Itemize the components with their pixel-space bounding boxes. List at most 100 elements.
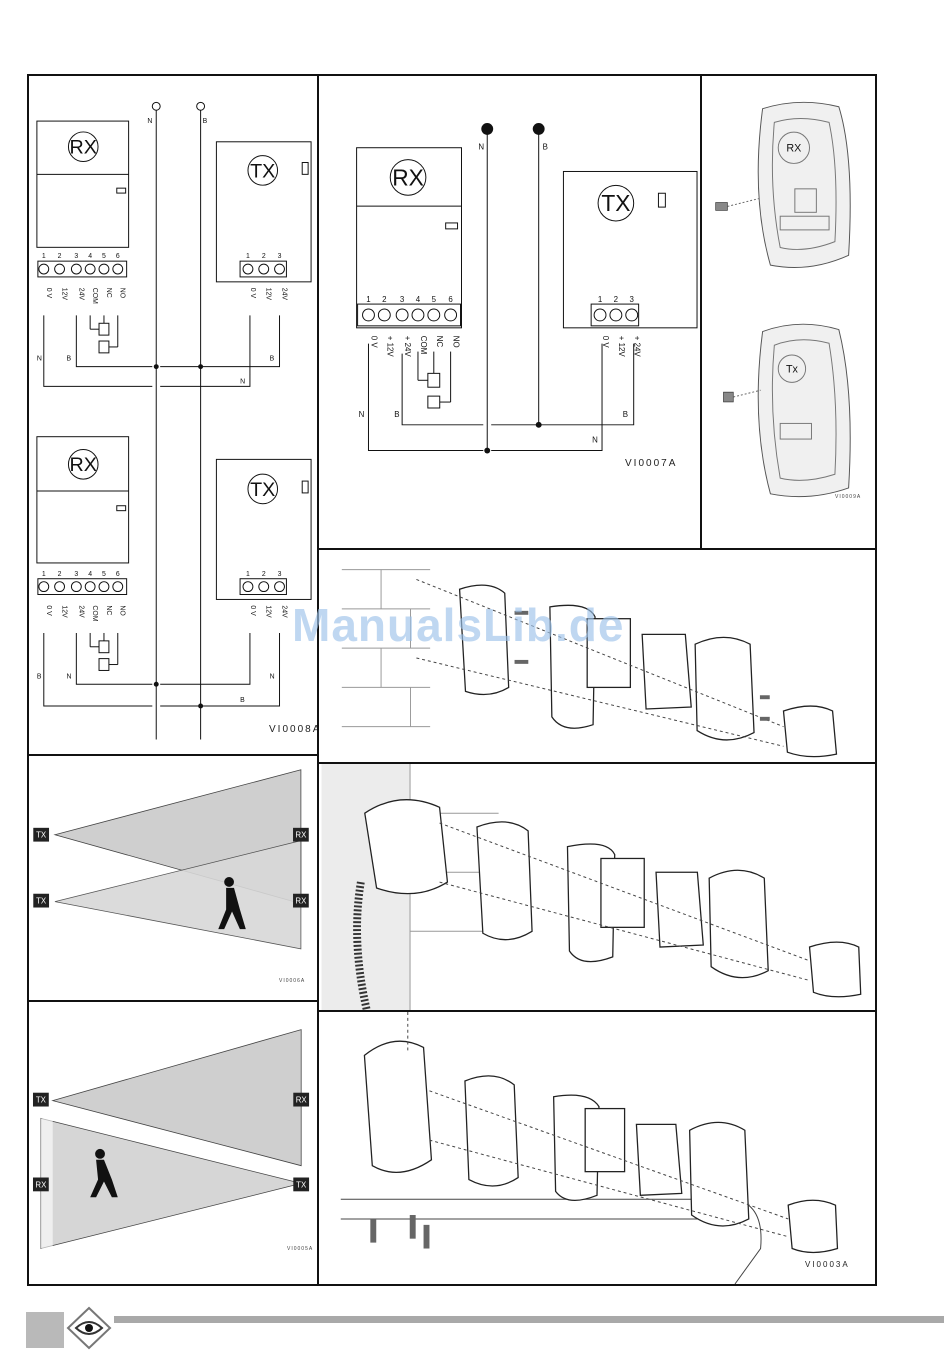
tx-label-bottom: TX	[250, 479, 275, 501]
terminal-label: + 12V	[617, 336, 626, 358]
figure-code: VI0005A	[287, 1246, 314, 1252]
terminal-label: 0 V	[249, 288, 256, 299]
panel-mount-wall	[317, 548, 877, 764]
terminal-number: 3	[74, 253, 78, 260]
figure-code: VI0009A	[835, 494, 862, 500]
panel-wiring-single: RX TX 1 2 3 4 5 6 1 2 3 0 V + 12V + 24V …	[317, 74, 702, 550]
terminal-number: 2	[262, 571, 266, 578]
terminal-label: NC	[105, 605, 112, 615]
terminal-number: 6	[116, 571, 120, 578]
terminal-label: + 24V	[633, 336, 642, 358]
terminal-number: 3	[400, 295, 405, 304]
rx-circle-top	[67, 131, 99, 163]
panel-housing-views: RX Tx VI0009A	[700, 74, 877, 550]
terminal-label: 12V	[61, 288, 68, 301]
terminal-number: 3	[278, 253, 282, 260]
footer-rule	[114, 1316, 944, 1323]
beams-opposed-illustration: TX RX RX TX	[32, 1029, 310, 1250]
panel-mount-box	[317, 762, 877, 1012]
terminal-number: 5	[102, 571, 106, 578]
terminal-number: 6	[448, 295, 453, 304]
page-number-box	[26, 1312, 64, 1348]
figure-code: VI0006A	[279, 978, 306, 984]
wire-label: N	[37, 356, 42, 363]
wire-label: N	[592, 436, 598, 445]
terminal-label: COM	[91, 605, 98, 621]
rx-label-bottom: RX	[70, 454, 97, 476]
wire-label: N	[240, 378, 245, 385]
wiring-single-diagram: RX TX 1 2 3 4 5 6 1 2 3 0 V + 12V + 24V …	[356, 122, 698, 454]
wire-n-label: N	[478, 143, 484, 152]
terminal-label: NO	[452, 336, 461, 348]
terminal-label: NO	[119, 288, 126, 299]
terminal-number: 5	[102, 253, 106, 260]
brand-logo-icon	[66, 1306, 112, 1350]
panel-mount-pillar: VI0003A	[317, 1010, 877, 1286]
terminal-number: 1	[246, 253, 250, 260]
rx-label: RX	[296, 1096, 308, 1105]
wall-mount-illustration	[341, 569, 838, 758]
terminal-number: 1	[598, 295, 603, 304]
rx-label: RX	[786, 143, 801, 155]
housing-views-illustration: RX Tx	[715, 101, 851, 498]
box-mount-illustration	[321, 764, 862, 1010]
panel-beams-cross: TX RX TX RX VI0006A	[27, 754, 319, 1002]
wire-label: N	[66, 673, 71, 680]
terminal-number: 4	[88, 571, 92, 578]
terminal-label: 24V	[77, 288, 84, 301]
rx-label-top: RX	[70, 137, 97, 159]
watermark: ManualsLib.de	[292, 599, 625, 651]
terminal-number: 3	[278, 571, 282, 578]
terminal-number: 2	[58, 253, 62, 260]
wire-label: B	[66, 356, 71, 363]
terminal-number: 3	[630, 295, 635, 304]
terminal-number: 1	[42, 253, 46, 260]
terminal-label: 12V	[265, 605, 272, 618]
wire-b-label: B	[203, 118, 208, 125]
terminal-number: 5	[432, 295, 437, 304]
terminal-number: 1	[246, 571, 250, 578]
terminal-label: 0 V	[45, 288, 52, 299]
wire-label: B	[394, 410, 399, 419]
terminal-number: 2	[262, 253, 266, 260]
rx-label: RX	[35, 1180, 47, 1189]
rx-label: RX	[295, 897, 307, 906]
terminal-label: 0 V	[601, 336, 610, 349]
wiring-double-diagram: RX TX RX TX 1 2 3 4 5 6 1 2 3 1 2 3 4 5 …	[36, 101, 312, 740]
pillar-mount-illustration	[340, 1012, 839, 1284]
panel-wiring-double: RX TX RX TX 1 2 3 4 5 6 1 2 3 1 2 3 4 5 …	[27, 74, 319, 756]
terminal-label: NO	[119, 605, 126, 616]
terminal-number: 4	[416, 295, 421, 304]
wire-label: B	[623, 410, 628, 419]
terminal-label: 24V	[77, 605, 84, 618]
terminal-label: NC	[105, 288, 112, 298]
terminal-label: COM	[419, 336, 428, 354]
tx-label: TX	[296, 1180, 307, 1189]
terminal-number: 2	[58, 571, 62, 578]
wire-b-label: B	[543, 143, 548, 152]
terminal-number: 6	[116, 253, 120, 260]
terminal-label: 0 V	[369, 336, 378, 349]
terminal-label: 0 V	[45, 605, 52, 616]
figure-code: VI0007A	[625, 458, 678, 469]
terminal-label: 12V	[265, 288, 272, 301]
terminal-label: 0 V	[249, 605, 256, 616]
terminal-number: 2	[382, 295, 386, 304]
terminal-label: 24V	[280, 605, 287, 618]
terminal-number: 4	[88, 253, 92, 260]
wire-n-label: N	[147, 118, 152, 125]
rx-label: RX	[295, 831, 307, 840]
terminal-label: NC	[435, 336, 444, 348]
wire-label: N	[359, 410, 365, 419]
figure-code: VI0003A	[805, 1260, 850, 1269]
terminal-label: 24V	[280, 288, 287, 301]
wire-label: B	[240, 697, 245, 704]
tx-label: Tx	[786, 364, 799, 376]
rx-label: RX	[392, 164, 424, 190]
terminal-number: 3	[74, 571, 78, 578]
tx-label: TX	[601, 190, 630, 216]
tx-label: TX	[36, 831, 47, 840]
terminal-label: COM	[91, 288, 98, 304]
figure-code: VI0008A	[269, 724, 319, 735]
terminal-number: 2	[614, 295, 618, 304]
